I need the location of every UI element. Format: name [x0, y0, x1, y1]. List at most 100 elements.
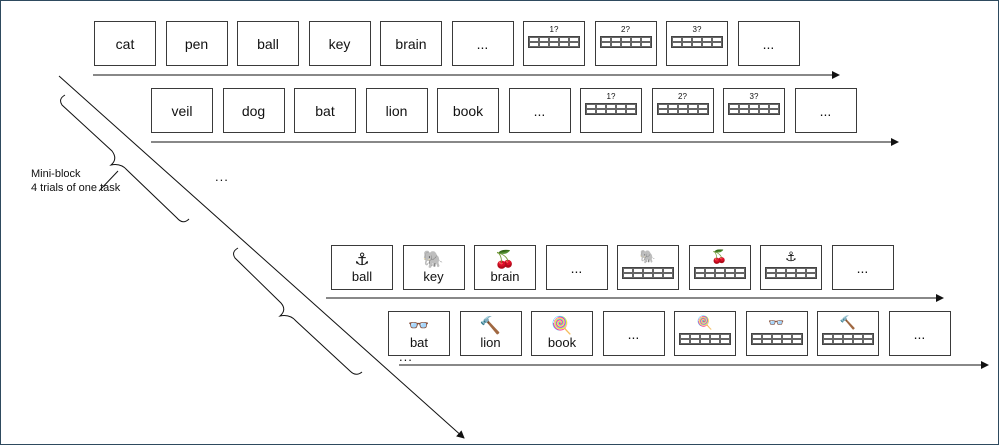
- trial-word: lion: [480, 334, 501, 350]
- response-option-cell: [643, 268, 653, 273]
- response-options-grid: [622, 267, 674, 279]
- elephant-icon: 🐘: [639, 249, 657, 264]
- ellipsis-box: ...: [794, 88, 857, 133]
- response-option-cell: [690, 334, 700, 339]
- response-option-cell: [739, 109, 749, 114]
- trial-word: book: [547, 334, 577, 350]
- ellipsis-text: ...: [762, 35, 775, 52]
- response-prompt-label: 2?: [621, 25, 630, 34]
- response-option-cell: [697, 104, 708, 109]
- response-prompt-label: 1?: [606, 92, 616, 101]
- mini-block-brace-1: [60, 94, 190, 223]
- ellipsis-text: ...: [627, 325, 640, 342]
- word-trial-box: key: [308, 21, 371, 66]
- response-option-cell: [759, 109, 769, 114]
- elephant-icon: 🐘: [422, 249, 445, 269]
- binoculars-icon: 👓: [408, 315, 430, 335]
- response-option-cell: [749, 109, 759, 114]
- response-option-cell: [823, 334, 833, 339]
- response-option-cell: [559, 42, 569, 47]
- trial-word: key: [423, 268, 444, 284]
- response-screen-box: 2?: [651, 88, 714, 133]
- ellipsis-text: ...: [913, 325, 926, 342]
- ellipsis-text: ...: [856, 259, 869, 276]
- label-pointer: [98, 170, 119, 192]
- response-option-cell: [781, 339, 792, 344]
- response-option-cell: [539, 42, 549, 47]
- response-option-cell: [623, 268, 633, 273]
- response-prompt-label: 1?: [549, 25, 559, 34]
- response-option-cell: [616, 104, 626, 109]
- response-option-cell: [843, 339, 853, 344]
- response-options-grid: [671, 36, 723, 48]
- response-option-cell: [586, 104, 596, 109]
- response-option-cell: [712, 42, 722, 47]
- response-option-cell: [704, 268, 715, 273]
- response-option-cell: [677, 104, 688, 109]
- response-option-cell: [776, 268, 786, 273]
- lollipop-icon: 🍭: [551, 315, 573, 335]
- response-option-cell: [739, 104, 749, 109]
- response-screen-box: ⚓: [760, 245, 822, 290]
- response-option-cell: [863, 334, 873, 339]
- response-option-cell: [694, 268, 705, 273]
- word-trial-box: brain: [380, 21, 442, 66]
- trial-word: bat: [315, 102, 335, 119]
- continuation-dots-middle: ...: [215, 169, 229, 184]
- response-option-cell: [616, 109, 626, 114]
- ellipsis-box: ...: [888, 311, 951, 356]
- response-option-cell: [620, 42, 631, 47]
- time-arrow-diagonal: [58, 75, 465, 439]
- response-option-cell: [704, 273, 715, 278]
- response-option-cell: [692, 37, 702, 42]
- response-option-cell: [690, 339, 700, 344]
- response-options-grid: [765, 267, 817, 279]
- response-option-cell: [724, 273, 735, 278]
- response-option-cell: [643, 273, 653, 278]
- mini-block-label-line2: 4 trials of one task: [31, 182, 121, 194]
- response-option-cell: [606, 109, 616, 114]
- response-option-cell: [786, 273, 796, 278]
- response-screen-box: 1?: [523, 21, 585, 66]
- response-option-cell: [853, 334, 863, 339]
- response-option-cell: [761, 339, 772, 344]
- response-option-cell: [791, 334, 802, 339]
- response-screen-box: 🔨: [817, 311, 879, 356]
- response-screen-box: 1?: [580, 88, 642, 133]
- binoculars-icon: 👓: [768, 315, 785, 330]
- word-trial-box: bat: [294, 88, 356, 133]
- response-option-cell: [806, 268, 816, 273]
- picture-word-trial-box: 🔨lion: [459, 311, 522, 356]
- response-option-cell: [714, 268, 725, 273]
- response-option-cell: [724, 268, 735, 273]
- response-option-cell: [687, 104, 698, 109]
- response-option-cell: [633, 268, 643, 273]
- picture-word-trial-box: 🍭book: [531, 311, 593, 356]
- ellipsis-box: ...: [602, 311, 665, 356]
- response-option-cell: [657, 109, 668, 114]
- response-prompt-label: 2?: [678, 92, 687, 101]
- response-option-cell: [697, 109, 708, 114]
- ellipsis-box: ...: [831, 245, 894, 290]
- response-options-grid: [679, 333, 731, 345]
- response-option-cell: [529, 42, 539, 47]
- response-option-cell: [596, 109, 606, 114]
- response-option-cell: [682, 42, 692, 47]
- ellipsis-text: ...: [819, 102, 832, 119]
- picture-word-trial-box: 🐘key: [402, 245, 465, 290]
- response-option-cell: [549, 42, 559, 47]
- response-option-cell: [700, 339, 710, 344]
- response-option-cell: [667, 104, 678, 109]
- trial-word: bat: [409, 334, 429, 350]
- response-option-cell: [863, 339, 873, 344]
- anchor-icon: ⚓: [785, 249, 797, 264]
- response-options-grid: [656, 103, 709, 115]
- response-option-cell: [714, 273, 725, 278]
- response-option-cell: [734, 268, 745, 273]
- response-option-cell: [667, 109, 678, 114]
- response-options-grid: [822, 333, 874, 345]
- response-options-grid: [750, 333, 803, 345]
- response-option-cell: [626, 109, 636, 114]
